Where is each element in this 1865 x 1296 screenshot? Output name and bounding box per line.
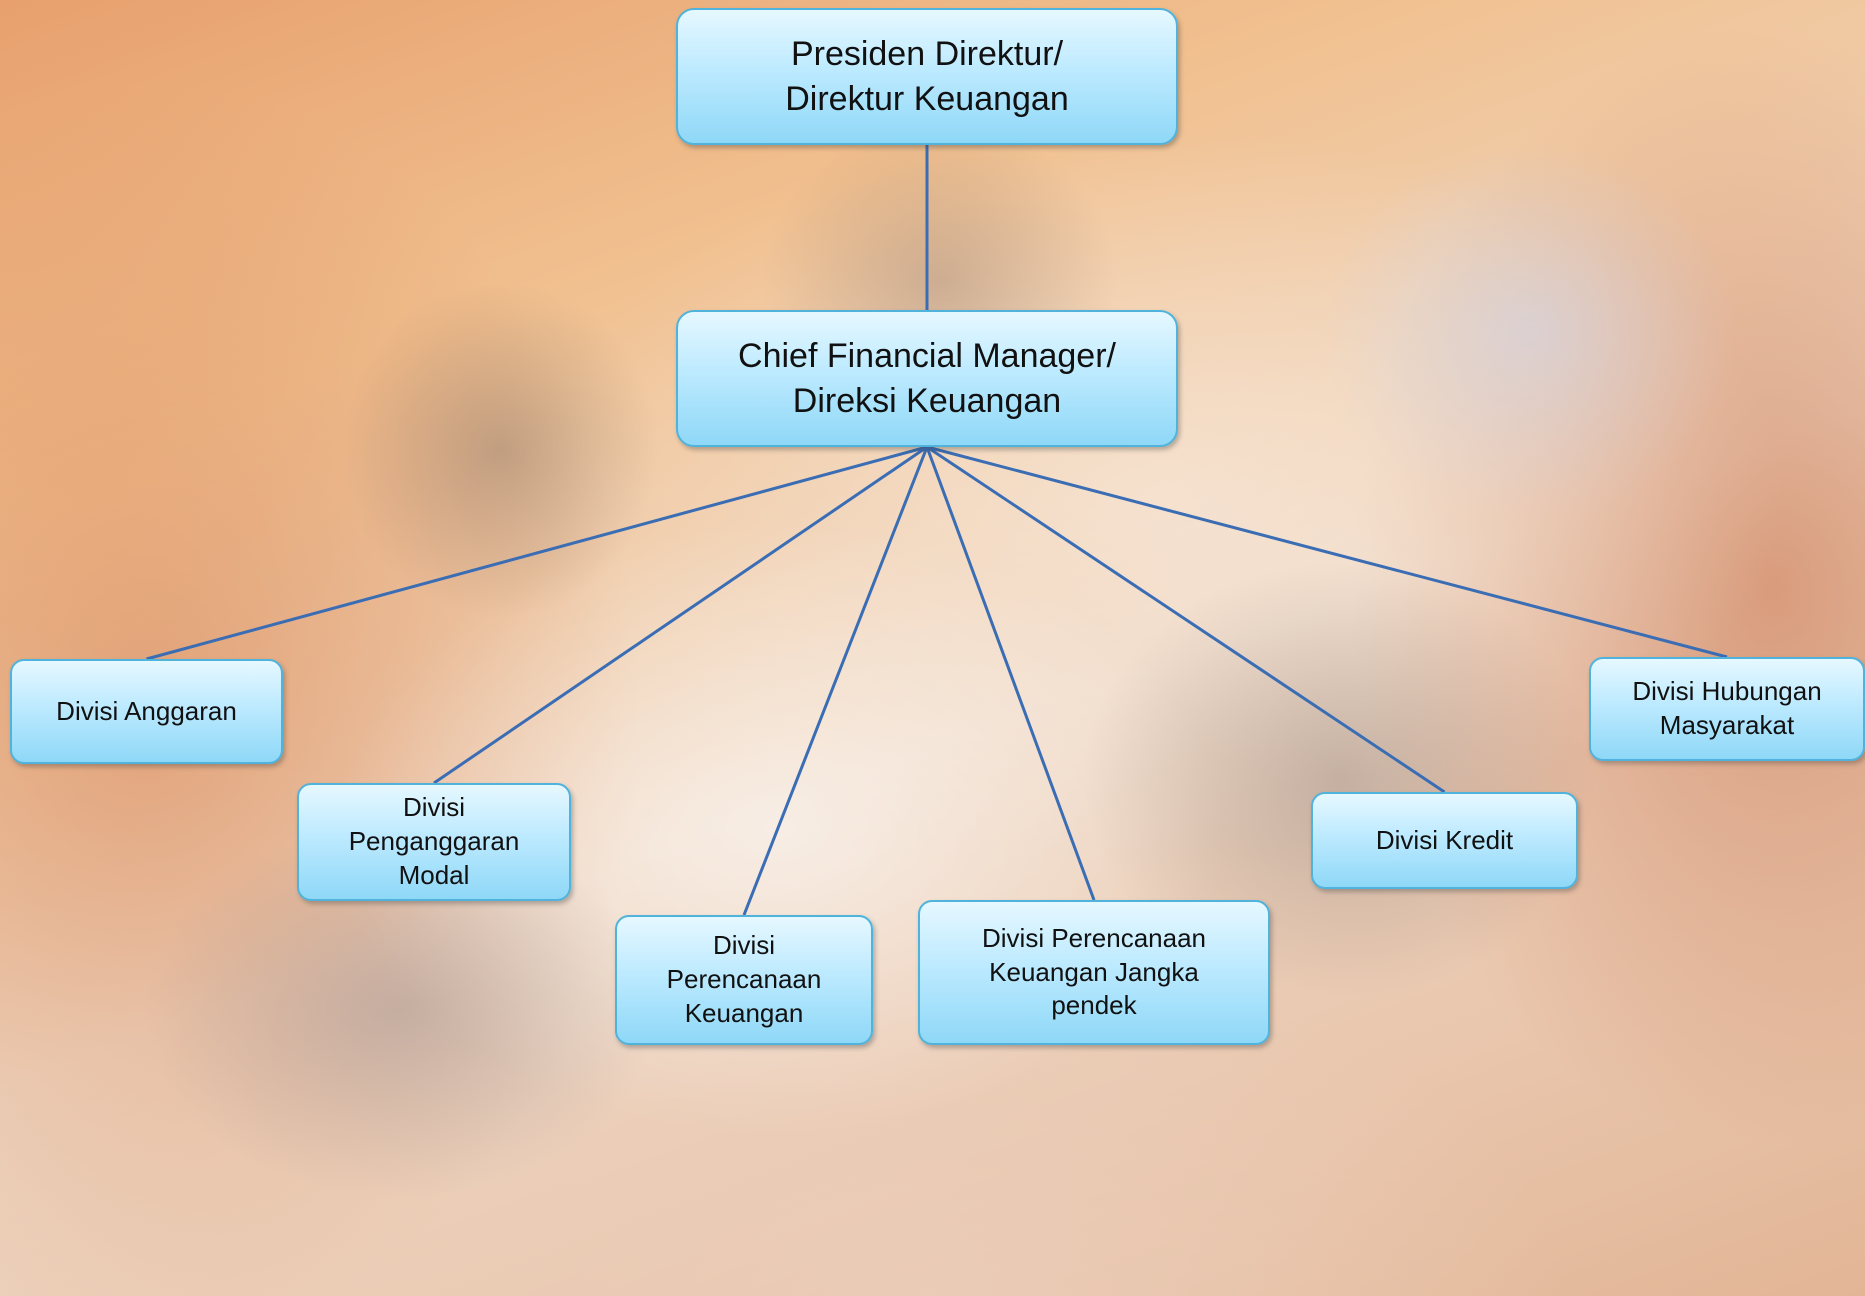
divisi-penganggaran-modal-box: Divisi Penganggaran Modal xyxy=(297,783,571,901)
president-director-box: Presiden Direktur/ Direktur Keuangan xyxy=(676,8,1178,145)
divisi-perencanaan-keuangan-box: Divisi Perencanaan Keuangan xyxy=(615,915,873,1045)
background-photo-shape xyxy=(1320,140,1740,520)
connector-cfm-anggaran xyxy=(146,445,928,661)
divisi-perencanaan-keuangan-jangka-pendek-box: Divisi Perencanaan Keuangan Jangka pende… xyxy=(918,900,1270,1045)
divisi-anggaran-box: Divisi Anggaran xyxy=(10,659,283,764)
divisi-kredit-box: Divisi Kredit xyxy=(1311,792,1578,889)
connector-cfm-penganggaran_modal xyxy=(433,445,928,785)
connector-cfm-perencanaan_jangka_pendek xyxy=(925,446,1096,901)
connector-cfm-perencanaan_keuangan xyxy=(742,446,929,916)
chief-financial-manager-box: Chief Financial Manager/ Direksi Keuanga… xyxy=(676,310,1178,447)
divisi-hubungan-masyarakat-box: Divisi Hubungan Masyarakat xyxy=(1589,657,1865,761)
connector-cfm-kredit xyxy=(926,445,1446,794)
connector-cfm-humas xyxy=(926,445,1728,659)
